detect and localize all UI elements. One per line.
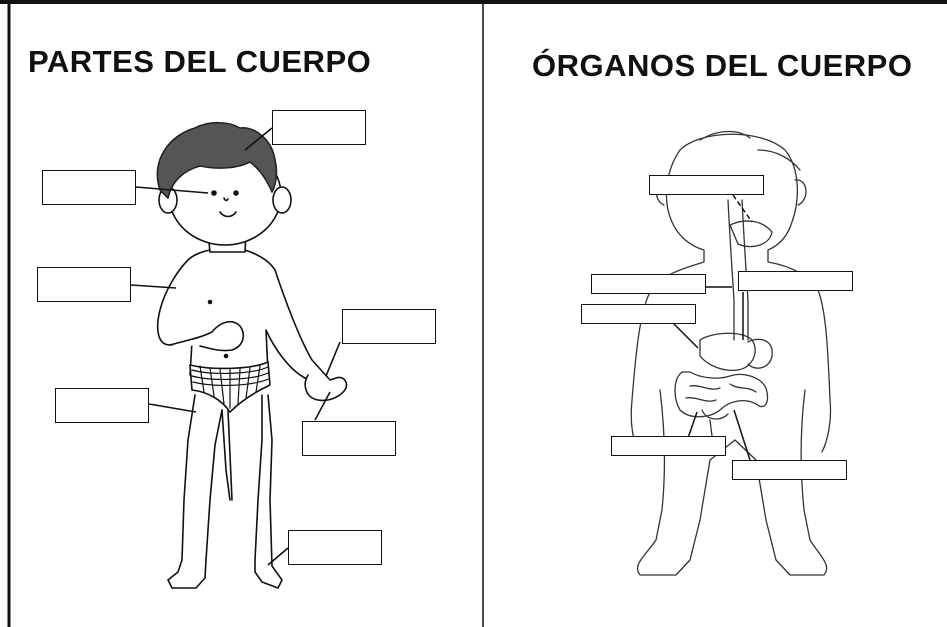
label-box-liver[interactable]: [581, 304, 696, 324]
label-box-small-intestine[interactable]: [611, 436, 726, 456]
label-box-stomach[interactable]: [738, 271, 853, 291]
right-connector-lines: [671, 194, 753, 461]
label-box-leg[interactable]: [55, 388, 149, 423]
label-box-arm[interactable]: [342, 309, 436, 344]
label-box-hair[interactable]: [272, 110, 366, 145]
right-title: ÓRGANOS DEL CUERPO: [532, 48, 913, 83]
label-box-mouth[interactable]: [649, 175, 764, 195]
label-box-eye[interactable]: [42, 170, 136, 205]
left-title: PARTES DEL CUERPO: [28, 44, 372, 79]
label-box-large-intestine[interactable]: [732, 460, 847, 480]
label-box-hand[interactable]: [302, 421, 396, 456]
boy-illustration: [156, 121, 348, 589]
label-box-foot[interactable]: [288, 530, 382, 565]
left-connector-lines: [130, 127, 341, 566]
label-box-esophagus[interactable]: [591, 274, 706, 294]
label-box-chest[interactable]: [37, 267, 131, 302]
organs-illustration: [630, 130, 832, 576]
